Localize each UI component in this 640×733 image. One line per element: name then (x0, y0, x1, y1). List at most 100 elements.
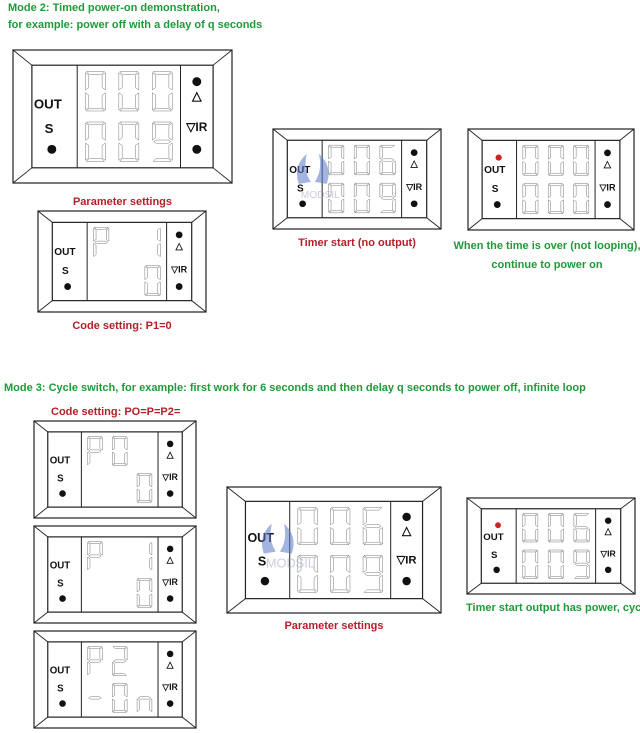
top-row-digit-1 (85, 72, 105, 111)
s-label: S (297, 183, 304, 194)
out-label: OUT (34, 96, 62, 111)
up-button-dot (166, 545, 174, 553)
top-row-digit-3 (380, 145, 395, 175)
inner-window (480, 508, 622, 584)
caption-mode2-time-over-line1: When the time is over (not looping), (453, 240, 640, 252)
ir-label: ▽IR (170, 264, 188, 274)
ir-button-dot (604, 201, 611, 208)
up-button-dot (192, 77, 202, 87)
mode2-title-line1: Mode 2: Timed power-on demonstration, (8, 2, 220, 14)
mode2-title: Mode 2: Timed power-on demonstration, fo… (8, 0, 262, 34)
caption-mode2-timer-start: Timer start (no output) (298, 237, 416, 249)
top-row-digit-2 (330, 508, 350, 545)
ir-label: ▽IR (161, 472, 178, 482)
top-row-digit-2 (354, 145, 369, 175)
top-row-digit-3 (574, 514, 589, 542)
bottom-row-digit-1 (89, 697, 102, 699)
up-button-dot (604, 149, 611, 157)
mode3-title: Mode 3: Cycle switch, for example: first… (4, 382, 586, 394)
bottom-row-digit-2 (119, 122, 139, 161)
bottom-row-digit-2 (548, 184, 563, 214)
s-button-dot (59, 595, 66, 602)
up-arrow-icon: △ (604, 526, 613, 536)
bottom-row-digit-2 (548, 550, 563, 578)
out-label: OUT (50, 665, 71, 676)
s-button-dot (299, 200, 306, 208)
caption-mode3-parameter-settings: Parameter settings (284, 620, 384, 632)
top-row-digit-2 (548, 514, 563, 542)
bottom-row-digit-1 (522, 550, 537, 578)
top-row-digit-1 (298, 508, 318, 545)
up-arrow-icon: △ (603, 159, 612, 170)
mode3-code-setting-label: Code setting: PO=P=P2= (51, 406, 181, 418)
top-row-digit-2 (119, 72, 139, 111)
up-arrow-icon: △ (166, 554, 175, 564)
bottom-row-digit-3 (574, 550, 589, 578)
top-row-digit-1 (93, 227, 108, 256)
s-button-dot (59, 490, 66, 497)
up-arrow-icon: △ (174, 241, 183, 252)
up-arrow-icon: △ (410, 159, 419, 170)
inner-window (31, 64, 214, 169)
top-row-digit-3 (149, 542, 151, 569)
bottom-row-digit-3 (145, 266, 160, 296)
out-status-led (495, 154, 502, 161)
s-label: S (45, 121, 54, 136)
ir-button-dot (166, 595, 174, 602)
up-arrow-icon: △ (401, 523, 412, 537)
out-label: OUT (50, 455, 71, 466)
ir-button-dot (402, 576, 411, 586)
s-label: S (491, 550, 498, 561)
top-row-digit-2 (112, 437, 127, 466)
top-row-digit-1 (522, 514, 537, 542)
caption-mode2-time-over-line2: continue to power on (491, 259, 603, 271)
top-row-digit-3 (158, 228, 161, 256)
ir-button-dot (166, 700, 174, 707)
s-label: S (57, 684, 64, 695)
s-button-dot (59, 700, 66, 707)
bottom-row-digit-3 (137, 474, 152, 503)
out-label: OUT (54, 247, 76, 258)
ir-label: ▽IR (405, 182, 422, 192)
top-row-digit-1 (523, 145, 538, 175)
s-label: S (57, 579, 64, 590)
bottom-row-digit-1 (328, 183, 343, 213)
bottom-row-digit-3 (137, 579, 152, 608)
bottom-row-digit-3 (137, 697, 152, 712)
ir-button-dot (175, 283, 183, 290)
s-button-dot (64, 283, 72, 290)
s-label: S (492, 184, 499, 195)
caption-mode2-parameter-settings: Parameter settings (72, 196, 173, 208)
top-row-digit-1 (88, 542, 103, 570)
top-row-digit-1 (88, 437, 103, 465)
caption-mode2-time-over: When the time is over (not looping), con… (452, 237, 640, 275)
s-button-dot (493, 566, 500, 574)
ir-label: ▽IR (161, 682, 178, 692)
inner-window (286, 139, 428, 219)
ir-button-dot (604, 566, 612, 574)
bottom-row-digit-2 (330, 555, 350, 592)
top-row-digit-2 (548, 145, 563, 175)
ir-label: ▽IR (600, 548, 617, 558)
ir-label: ▽IR (598, 182, 616, 192)
inner-window (47, 431, 183, 508)
bottom-row-digit-2 (112, 684, 127, 713)
out-status-led (495, 522, 501, 529)
inner-window (244, 500, 424, 600)
bottom-row-digit-3 (152, 122, 172, 161)
s-button-dot (47, 144, 57, 154)
ir-button-dot (410, 200, 418, 208)
